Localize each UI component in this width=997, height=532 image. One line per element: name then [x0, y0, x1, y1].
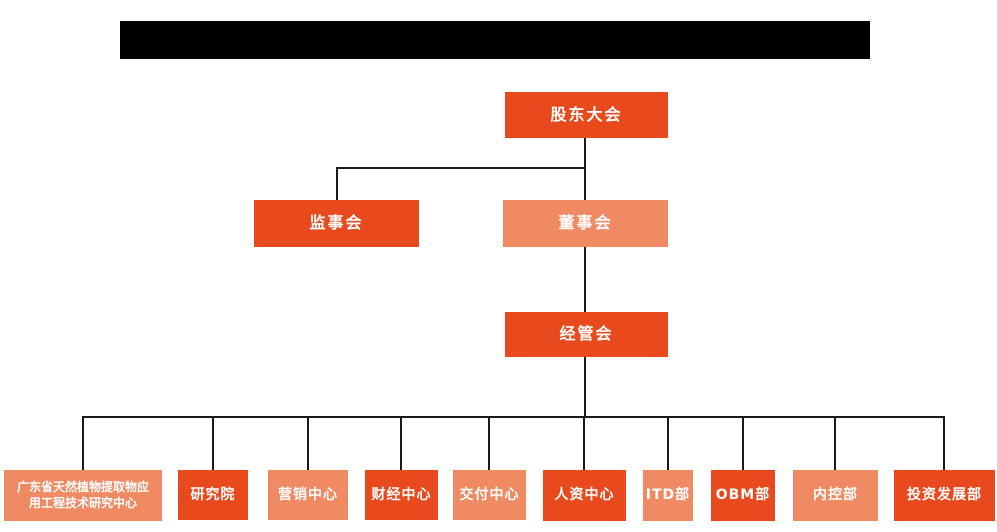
node-shareholders-meeting: 股东大会	[505, 92, 668, 138]
connector-drop-research-institute	[212, 416, 214, 470]
node-obm-dept: OBM部	[711, 470, 775, 521]
connector-management-down	[584, 357, 586, 417]
connector-drop-delivery-center	[488, 416, 490, 470]
connector-board-to-management	[584, 247, 586, 312]
node-marketing-center: 营销中心	[268, 470, 348, 520]
connector-drop-itd-dept	[667, 416, 669, 470]
redacted-title-bar	[120, 21, 870, 59]
connector-root-down	[584, 138, 586, 200]
node-management-committee: 经管会	[505, 312, 668, 357]
connector-drop-internal-control-dept	[834, 416, 836, 470]
connector-drop-obm-dept	[742, 416, 744, 470]
node-board-of-directors: 董事会	[503, 200, 668, 247]
connector-drop-marketing-center	[307, 416, 309, 470]
connector-drop-finance-center	[400, 416, 402, 470]
connector-drop-investment-development-dept	[943, 416, 945, 470]
node-finance-center: 财经中心	[365, 470, 438, 520]
node-investment-development-dept: 投资发展部	[894, 470, 995, 521]
connector-level2-horizontal	[336, 167, 586, 169]
node-itd-dept: ITD部	[643, 470, 693, 521]
node-research-institute: 研究院	[178, 470, 248, 520]
connector-supervisory-drop	[336, 167, 338, 200]
connector-departments-horizontal	[82, 416, 945, 418]
connector-drop-research-center	[82, 416, 84, 470]
node-internal-control-dept: 内控部	[793, 470, 878, 521]
connector-drop-hr-center	[583, 416, 585, 470]
node-hr-center: 人资中心	[543, 470, 626, 521]
node-delivery-center: 交付中心	[453, 470, 526, 520]
node-research-center: 广东省天然植物提取物应用工程技术研究中心	[4, 470, 162, 521]
node-supervisory-board: 监事会	[254, 200, 419, 247]
